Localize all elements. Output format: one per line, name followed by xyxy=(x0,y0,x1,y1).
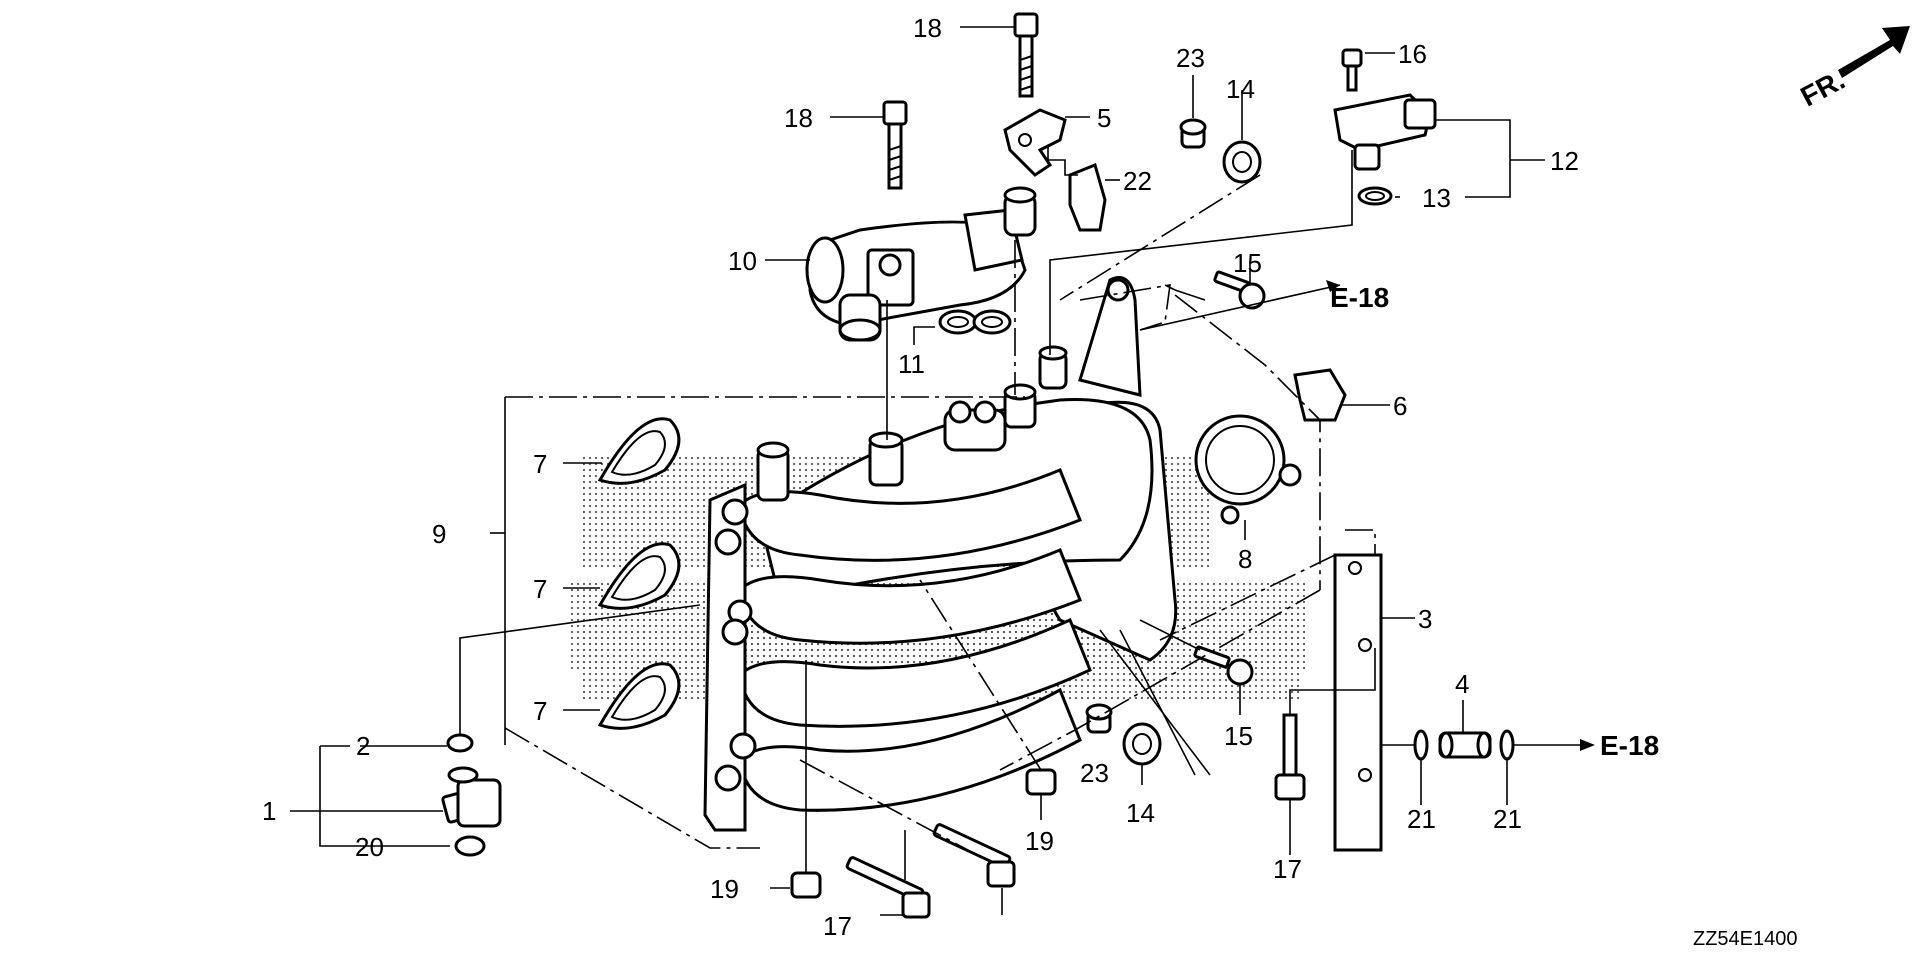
gasket-8 xyxy=(1194,414,1302,525)
bracket-5 xyxy=(1003,108,1067,177)
callout-16: 16 xyxy=(1398,39,1427,69)
callout-10: 10 xyxy=(728,246,757,276)
callout-17b: 17 xyxy=(823,911,852,941)
bolt-18-lower xyxy=(882,100,908,190)
callout-23a: 23 xyxy=(1176,43,1205,73)
callout-6: 6 xyxy=(1393,391,1407,421)
callout-21b: 21 xyxy=(1493,804,1522,834)
grommet-14-upper xyxy=(1222,140,1262,184)
fuel-rail-3 xyxy=(1333,553,1383,852)
bolt-18-upper xyxy=(1013,12,1039,98)
clip-6 xyxy=(1293,368,1347,422)
callout-1: 1 xyxy=(262,796,276,826)
o-ring-13 xyxy=(1357,186,1393,206)
leader-lines xyxy=(290,26,1595,916)
callout-15b: 15 xyxy=(1224,721,1253,751)
nut-19-right xyxy=(1025,768,1057,796)
callout-18a: 18 xyxy=(913,13,942,43)
bolt-17-right xyxy=(1274,713,1306,801)
diagram-code: ZZ54E1400 xyxy=(1693,928,1798,950)
gasket-7 xyxy=(597,417,681,730)
callout-4: 4 xyxy=(1455,669,1469,699)
grommet-14-lower xyxy=(1122,722,1162,766)
callout-19a: 19 xyxy=(1025,826,1054,856)
nut-23-upper xyxy=(1179,118,1207,149)
callout-17a: 17 xyxy=(1273,854,1302,884)
callout-19b: 19 xyxy=(710,874,739,904)
callout-7a: 7 xyxy=(533,449,547,479)
bolt-16 xyxy=(1341,48,1363,92)
joint-4 xyxy=(1438,731,1492,759)
callout-12: 12 xyxy=(1550,146,1579,176)
idle-air-control-valve xyxy=(805,186,1037,342)
callout-14a: 14 xyxy=(1226,74,1255,104)
intake-manifold xyxy=(703,276,1178,832)
callout-13: 13 xyxy=(1422,183,1451,213)
clip-22 xyxy=(1068,162,1107,232)
callout-20: 20 xyxy=(355,832,384,862)
callout-23b: 23 xyxy=(1080,758,1109,788)
o-ring-21 xyxy=(1413,729,1515,761)
bolt-15-lower xyxy=(1193,645,1254,686)
callout-18b: 18 xyxy=(784,103,813,133)
callout-11: 11 xyxy=(898,349,925,379)
nut-19-left xyxy=(790,871,822,899)
o-ring-11 xyxy=(938,309,1012,335)
callout-8: 8 xyxy=(1238,544,1252,574)
callout-2: 2 xyxy=(356,731,370,761)
nut-23-lower xyxy=(1085,703,1113,734)
sensor-12 xyxy=(1333,93,1437,171)
callout-7c: 7 xyxy=(533,696,547,726)
washer-20 xyxy=(454,835,486,857)
callout-3: 3 xyxy=(1418,604,1432,634)
callout-7b: 7 xyxy=(533,574,547,604)
callout-22: 22 xyxy=(1123,166,1152,196)
callout-14b: 14 xyxy=(1126,798,1155,828)
reference-e18-upper: E-18 xyxy=(1330,282,1389,313)
sensor-1 xyxy=(441,766,502,828)
callout-15a: 15 xyxy=(1233,248,1262,278)
washer-2 xyxy=(446,733,474,753)
callout-5: 5 xyxy=(1097,103,1111,133)
bolt-17-lower-left xyxy=(845,856,931,919)
callout-21a: 21 xyxy=(1407,804,1436,834)
reference-e18-lower: E-18 xyxy=(1600,730,1659,761)
bolt-15-upper xyxy=(1213,270,1266,310)
front-direction-arrow xyxy=(1838,26,1910,78)
bolt-17-lower-right xyxy=(932,823,1016,888)
callout-9: 9 xyxy=(432,519,446,549)
